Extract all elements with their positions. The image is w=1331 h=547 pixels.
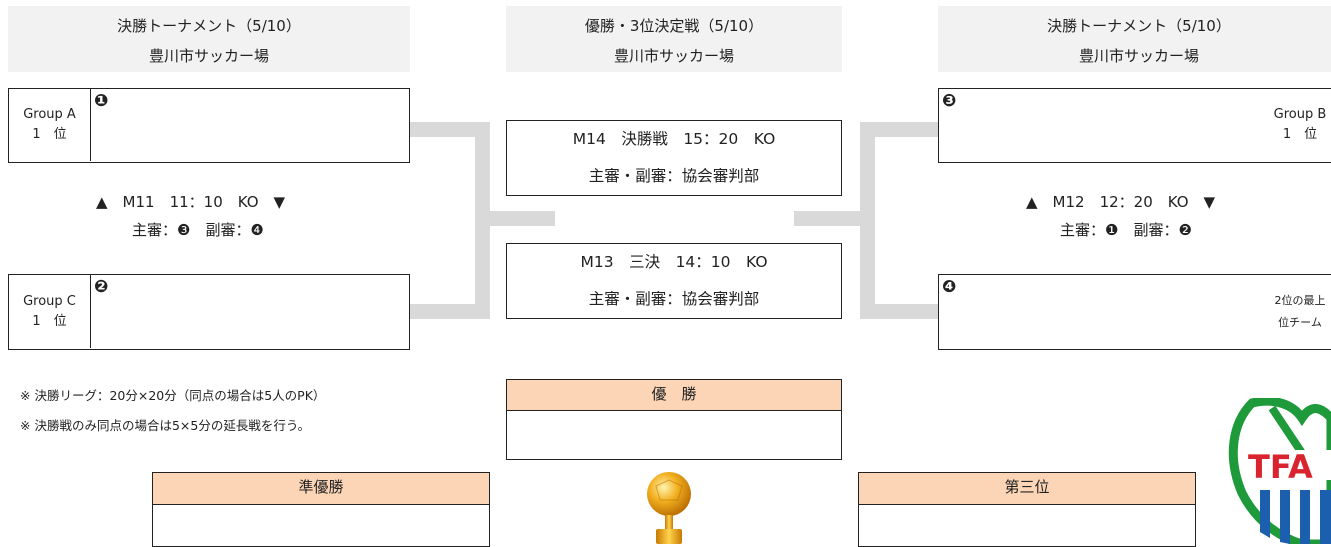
team-slot-2-label: Group C 1 位 [9,275,91,348]
award-champion: 優 勝 [506,379,842,460]
bracket-line-left-top [410,122,490,137]
team-slot-3-label: Group B 1 位 [1259,89,1331,161]
match-m12-info: ▲ M12 12：20 KO ▼ 主審：❶ 副審：❷ [1026,188,1326,248]
team-slot-2: Group C 1 位 ❷ [8,274,410,350]
team-slot-4-line2: 位チーム [1278,315,1322,329]
team-slot-4-label: 2位の最上 位チーム [1259,275,1331,348]
svg-text:TFA: TFA [1248,448,1313,486]
slot-number-3: ❸ [942,91,957,111]
match-m12-referees: 主審：❶ 副審：❷ [1060,221,1192,239]
note-2: ※ 決勝戦のみ同点の場合は5×5分の延長戦を行う。 [20,418,311,433]
match-m11-time: ▲ M11 11：10 KO ▼ [96,193,286,211]
team-slot-2-group: Group C [23,293,76,309]
team-slot-2-rank: 1 位 [32,313,67,329]
header-right: 決勝トーナメント（5/10） 豊川市サッカー場 [938,6,1331,72]
award-champion-name [506,411,842,460]
award-champion-title: 優 勝 [506,379,842,411]
slot-number-2: ❷ [94,277,109,297]
match-m13-referees: 主審・副審：協会審判部 [588,290,760,308]
header-center-venue: 豊川市サッカー場 [613,47,734,65]
team-slot-3-rank: 1 位 [1282,127,1318,142]
match-m11-info: ▲ M11 11：10 KO ▼ 主審：❸ 副審：❹ [96,188,396,248]
team-slot-4-line1: 2位の最上 [1274,293,1326,307]
team-slot-3-group: Group B [1273,107,1327,122]
bracket-line-right-bottom [860,304,940,319]
header-center: 優勝・3位決定戦（5/10） 豊川市サッカー場 [506,6,842,72]
bracket-line-right-top [860,122,940,137]
trophy-icon [647,472,691,544]
award-runner-up-name [152,505,490,547]
award-third-name [858,505,1196,547]
bracket-line-right-mid [794,211,874,226]
team-slot-1-label: Group A 1 位 [9,89,91,161]
match-m14-referees: 主審・副審：協会審判部 [588,167,760,185]
header-right-title: 決勝トーナメント（5/10） [1047,17,1231,35]
header-center-title: 優勝・3位決定戦（5/10） [584,17,764,35]
award-runner-up-title: 準優勝 [152,472,490,505]
team-slot-1-group: Group A [23,107,76,122]
match-m14-box: M14 決勝戦 15：20 KO 主審・副審：協会審判部 [506,120,842,196]
match-m13-box: M13 三決 14：10 KO 主審・副審：協会審判部 [506,243,842,319]
match-m14-time: M14 決勝戦 15：20 KO [572,130,776,148]
header-right-venue: 豊川市サッカー場 [1078,47,1199,65]
bracket-line-left-bottom [410,304,490,319]
match-m13-time: M13 三決 14：10 KO [580,253,768,271]
header-left: 決勝トーナメント（5/10） 豊川市サッカー場 [8,6,410,72]
slot-number-4: ❹ [942,277,957,297]
bracket-line-left-mid [475,211,555,226]
match-m11-referees: 主審：❸ 副審：❹ [132,221,264,239]
match-m12-time: ▲ M12 12：20 KO ▼ [1026,193,1216,211]
team-slot-4: ❹ 2位の最上 位チーム [938,274,1331,350]
award-third-title: 第三位 [858,472,1196,505]
award-runner-up: 準優勝 [152,472,490,547]
header-left-title: 決勝トーナメント（5/10） [117,17,301,35]
header-left-venue: 豊川市サッカー場 [148,47,269,65]
team-slot-1-rank: 1 位 [32,127,67,142]
slot-number-1: ❶ [94,91,109,111]
note-1: ※ 決勝リーグ：20分×20分（同点の場合は5人のPK） [20,388,326,403]
team-slot-1: Group A 1 位 ❶ [8,88,410,163]
tfa-logo: TFA [1228,398,1331,544]
award-third: 第三位 [858,472,1196,547]
team-slot-3: ❸ Group B 1 位 [938,88,1331,163]
